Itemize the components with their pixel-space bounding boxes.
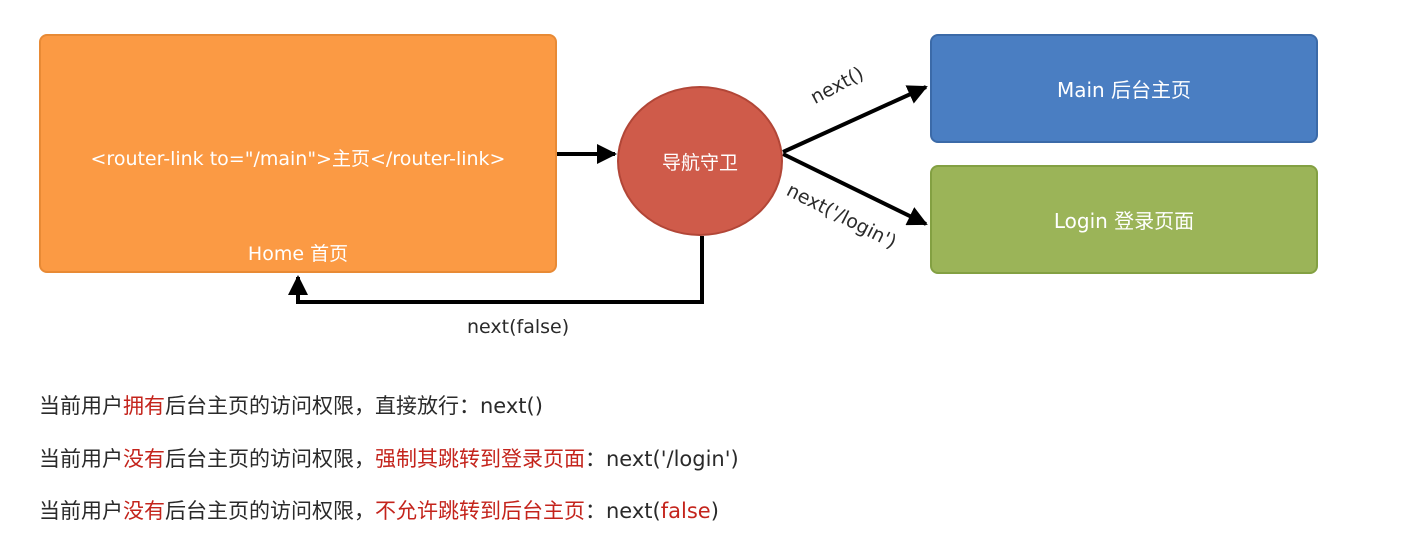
desc-middle: 后台主页的访问权限， bbox=[165, 447, 375, 471]
desc-highlight-action: 强制其跳转到登录页面 bbox=[375, 447, 585, 471]
desc-suffix: ：next( bbox=[585, 499, 661, 523]
description-line-denied: 当前用户没有后台主页的访问权限，不允许跳转到后台主页：next(false) bbox=[39, 495, 719, 525]
description-line-allowed: 当前用户拥有后台主页的访问权限，直接放行：next() bbox=[39, 390, 543, 420]
arrow-guard-to-main bbox=[782, 85, 928, 154]
arrow-guard-back-to-home bbox=[288, 236, 704, 304]
desc-highlight: 拥有 bbox=[123, 394, 165, 418]
arrow-guard-to-login bbox=[782, 152, 928, 226]
desc-highlight: 没有 bbox=[123, 447, 165, 471]
desc-highlight-false: false bbox=[660, 499, 711, 523]
home-router-link-text: <router-link to="/main">主页</router-link> bbox=[90, 148, 506, 170]
login-page-label: Login 登录页面 bbox=[1053, 209, 1195, 233]
desc-highlight-action: 不允许跳转到后台主页 bbox=[375, 499, 585, 523]
desc-suffix-close: ) bbox=[710, 499, 719, 523]
desc-prefix: 当前用户 bbox=[39, 499, 123, 523]
home-page-box: <router-link to="/main">主页</router-link>… bbox=[39, 34, 557, 273]
description-line-redirect-login: 当前用户没有后台主页的访问权限，强制其跳转到登录页面：next('/login'… bbox=[39, 443, 739, 473]
desc-suffix: ：next('/login') bbox=[585, 447, 739, 471]
navigation-guard-label: 导航守卫 bbox=[661, 151, 738, 174]
desc-prefix: 当前用户 bbox=[39, 447, 123, 471]
navigation-guard-circle: 导航守卫 bbox=[617, 86, 783, 236]
login-page-box: Login 登录页面 bbox=[930, 165, 1318, 274]
desc-highlight: 没有 bbox=[123, 499, 165, 523]
desc-prefix: 当前用户 bbox=[39, 394, 123, 418]
home-page-label: Home 首页 bbox=[247, 243, 349, 265]
edge-label-next-false: next(false) bbox=[467, 316, 570, 338]
desc-middle: 后台主页的访问权限， bbox=[165, 499, 375, 523]
desc-middle: 后台主页的访问权限，直接放行：next() bbox=[165, 394, 543, 418]
main-page-label: Main 后台主页 bbox=[1056, 78, 1192, 102]
main-page-box: Main 后台主页 bbox=[930, 34, 1318, 143]
